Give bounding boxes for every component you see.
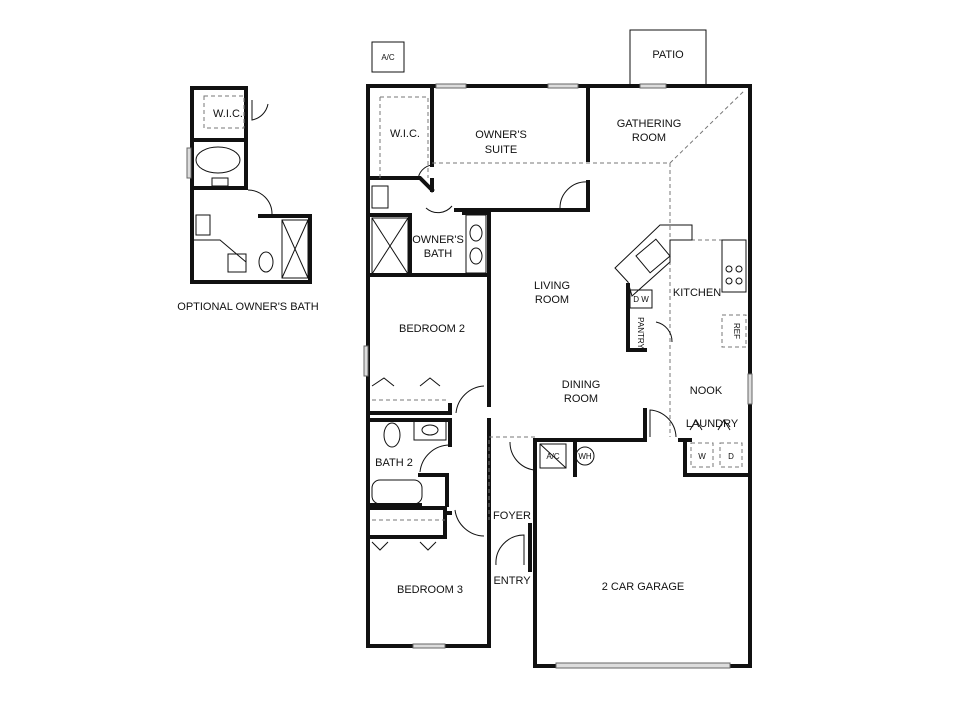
patio-label: PATIO [652,49,684,61]
optional-caption: OPTIONAL OWNER'S BATH [177,301,319,313]
owners-bath-label-2: BATH [424,248,453,260]
ac-unit-label: A/C [381,53,395,62]
pantry-label: PANTRY [636,317,645,349]
garage-label: 2 CAR GARAGE [602,581,685,593]
ac-unit [371,41,405,73]
water-heater-label: WH [578,452,592,461]
window [412,643,446,649]
owners-suite-label-1: OWNER'S [475,129,527,141]
window [435,83,467,89]
closet-lines [372,399,490,521]
gathering-room-label-2: ROOM [632,132,666,144]
doors [417,164,677,566]
entry-label: ENTRY [493,575,531,587]
window [547,83,579,89]
nook-label: NOOK [690,385,723,397]
owners-bath-label-1: OWNER'S [412,234,464,246]
dining-room-label-2: ROOM [564,393,598,405]
walls [366,84,752,668]
laundry-label: LAUNDRY [686,418,739,430]
window [747,373,753,405]
gathering-room-label-1: GATHERING [617,118,682,130]
bath-2-label: BATH 2 [375,457,413,469]
bedroom-3-label: BEDROOM 3 [397,584,463,596]
dryer-label: D [728,452,734,461]
living-room-label-2: ROOM [535,294,569,306]
wic-label: W.I.C. [390,128,420,140]
washer-label: W [698,452,706,461]
owners-suite-label-2: SUITE [485,144,517,156]
dishwasher-label: D W [633,295,649,304]
ref-label: REF [732,323,741,339]
ac-inside-label: A/C [546,452,560,461]
living-room-label-1: LIVING [534,280,570,292]
optional-wic-label: W.I.C. [213,108,243,120]
patio [629,29,707,84]
window [639,83,667,89]
optional-owners-bath-plan: W.I.C. OPTIONAL OWNER'S BATH [177,86,319,313]
foyer-label: FOYER [493,510,531,522]
fixtures [371,185,747,551]
garage-door [555,662,731,669]
window [363,345,369,377]
ceiling-lines [379,89,746,438]
kitchen-label: KITCHEN [673,287,721,299]
dining-room-label-1: DINING [562,379,601,391]
bedroom-2-label: BEDROOM 2 [399,323,465,335]
